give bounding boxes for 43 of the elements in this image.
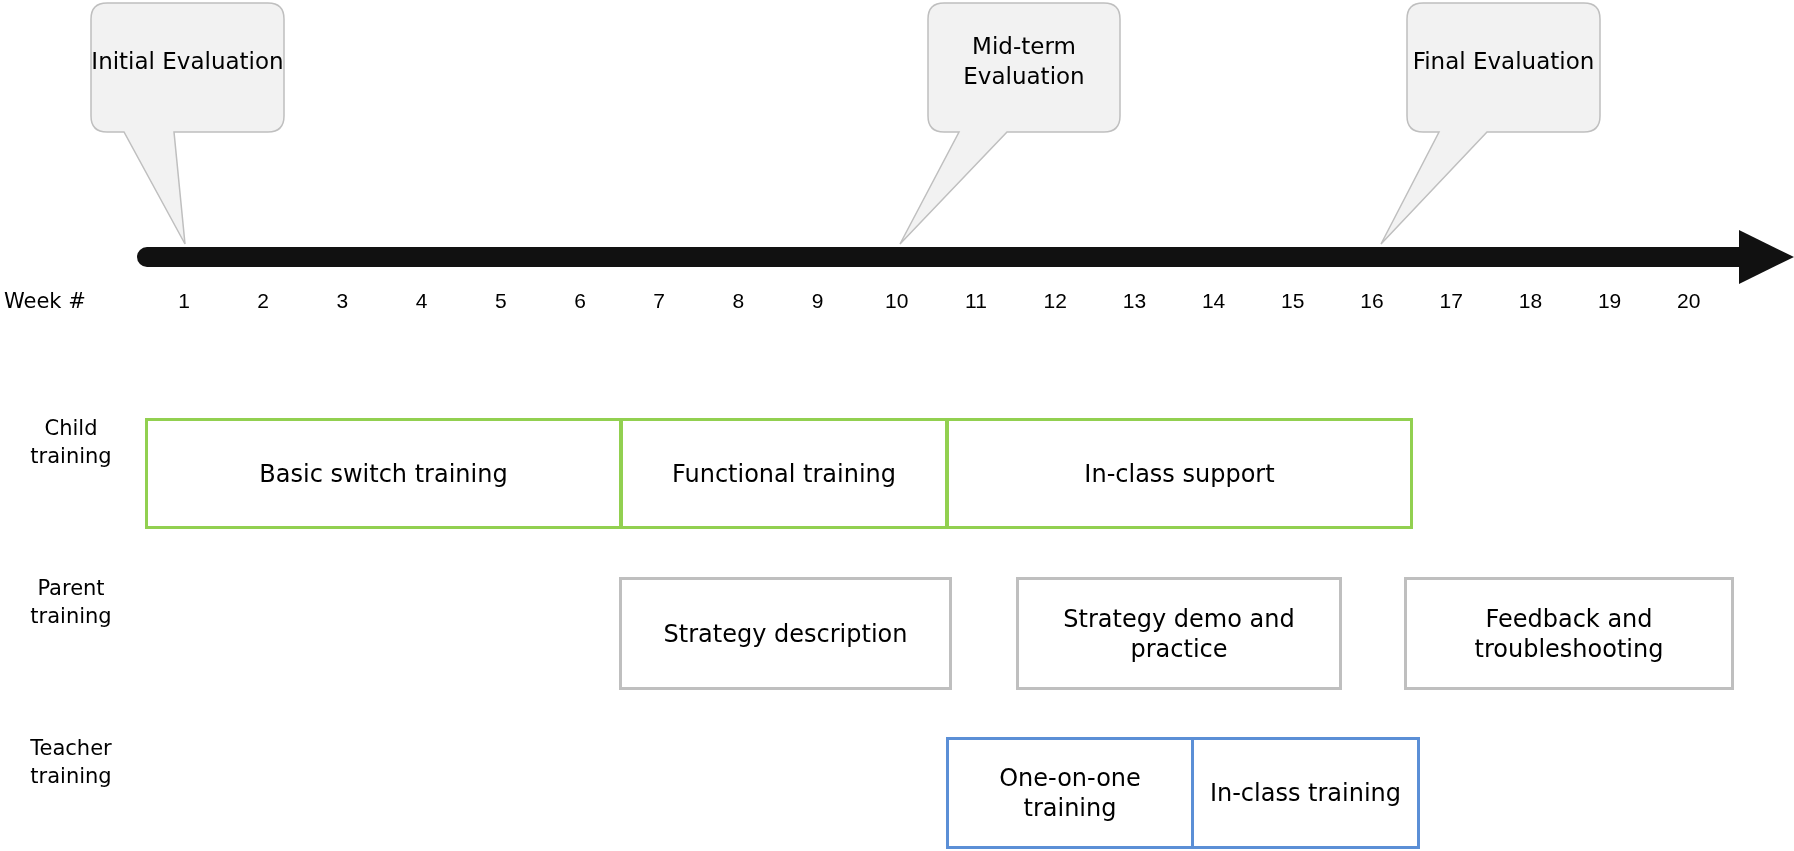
activity-label: One-on-one training — [998, 763, 1142, 823]
activity-box — [1404, 577, 1734, 690]
week-number: 15 — [1280, 289, 1306, 313]
activity-label: Functional training — [671, 458, 897, 489]
week-number: 17 — [1438, 289, 1464, 313]
week-number: 8 — [731, 289, 746, 313]
week-number: 6 — [573, 289, 587, 313]
speech-callout: Mid-term Evaluation — [898, 2, 1122, 246]
row-label: Teacher training — [29, 735, 113, 791]
week-number: 13 — [1121, 289, 1148, 313]
activity-box — [145, 418, 622, 529]
week-number: 11 — [964, 289, 988, 313]
week-number: 4 — [414, 289, 429, 313]
week-number: 16 — [1359, 289, 1385, 313]
week-number: 18 — [1517, 289, 1544, 313]
row-label: Parent training — [29, 575, 113, 631]
week-number: 10 — [884, 289, 910, 313]
activity-label: In-class training — [1209, 778, 1402, 808]
week-number: 20 — [1676, 289, 1702, 313]
activity-box — [946, 737, 1194, 849]
activity-label: Basic switch training — [259, 458, 508, 489]
week-number: 1 — [177, 289, 191, 313]
week-number: 9 — [810, 289, 825, 313]
week-number: 5 — [493, 289, 508, 313]
activity-label: In-class support — [1084, 458, 1275, 489]
activity-label: Strategy demo and practice — [1062, 603, 1296, 664]
week-number: 7 — [652, 289, 667, 313]
activity-label: Strategy description — [663, 618, 908, 649]
activity-label: Feedback and troubleshooting — [1473, 603, 1665, 664]
week-number: 2 — [256, 289, 271, 313]
activity-box — [1016, 577, 1342, 690]
axis-title: Week # — [4, 288, 86, 315]
week-number: 19 — [1596, 289, 1623, 313]
speech-callout: Final Evaluation — [1379, 2, 1602, 246]
activity-box — [619, 577, 952, 690]
week-number: 12 — [1042, 289, 1068, 313]
speech-callout: Initial Evaluation — [89, 2, 286, 246]
activity-box — [1191, 737, 1420, 849]
activity-box — [946, 418, 1413, 529]
activity-box — [620, 418, 948, 529]
week-number: 14 — [1200, 289, 1227, 313]
week-number: 3 — [335, 289, 350, 313]
row-label: Child training — [29, 415, 113, 471]
